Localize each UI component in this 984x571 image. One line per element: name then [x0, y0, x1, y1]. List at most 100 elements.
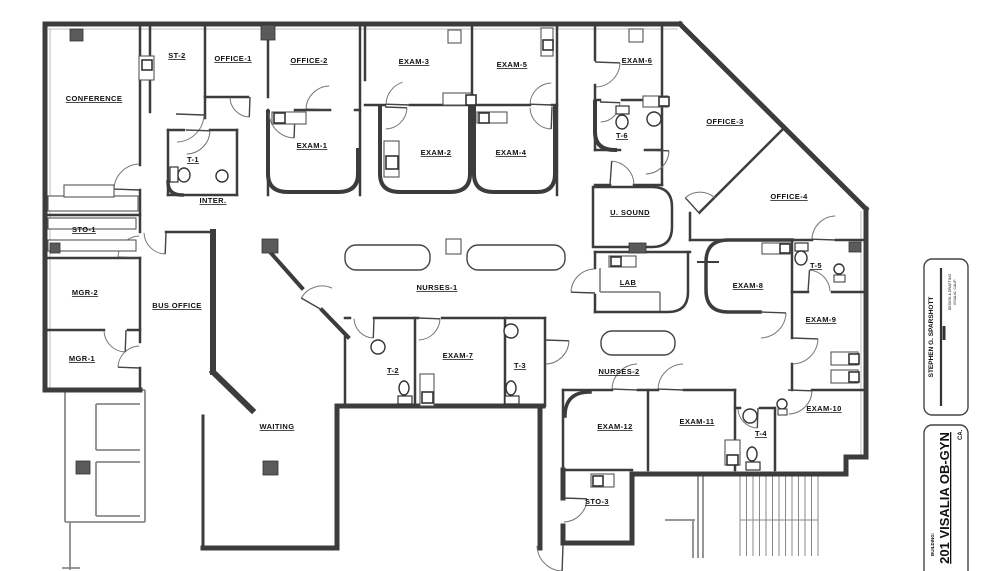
room-label-t-6: T-6 — [616, 131, 628, 140]
toilet-icon — [504, 395, 520, 405]
stairs — [739, 474, 819, 556]
room-label-office-4: OFFICE-4 — [770, 192, 808, 201]
nurses-counter — [466, 244, 566, 271]
cabinet-icon — [779, 243, 791, 254]
room-label-exam-1: EXAM-1 — [297, 141, 328, 150]
toilet-icon — [794, 242, 809, 252]
walls — [42, 20, 870, 551]
room-label-mgr-1: MGR-1 — [69, 354, 95, 363]
room-label-exam-10: EXAM-10 — [806, 404, 841, 413]
counter-fixture — [628, 28, 644, 43]
column-post-icon — [262, 460, 279, 476]
room-label-sto-3: STO-3 — [585, 497, 609, 506]
column-post-icon — [261, 238, 279, 254]
sink-icon — [646, 111, 662, 127]
sink-pedestal-icon — [777, 408, 788, 416]
nurses-counter — [600, 330, 676, 356]
toilet-icon — [746, 446, 758, 462]
column-post-icon — [75, 460, 91, 475]
cabinet-icon — [465, 94, 477, 106]
cabinet-icon — [848, 371, 860, 383]
sink-icon — [742, 408, 758, 424]
cabinet-icon — [592, 475, 604, 487]
toilet-icon — [615, 105, 630, 115]
counter-fixture — [608, 255, 637, 268]
counter-fixture — [47, 217, 137, 230]
room-label-t-2: T-2 — [387, 366, 399, 375]
room-label-office-2: OFFICE-2 — [290, 56, 327, 65]
cabinet-icon — [421, 391, 434, 404]
cabinet-icon — [385, 155, 399, 170]
room-label-waiting: WAITING — [260, 422, 295, 431]
room-label-inter: INTER. — [200, 196, 227, 205]
toilet-icon — [177, 167, 191, 183]
room-label-exam-4: EXAM-4 — [496, 148, 527, 157]
toilet-icon — [794, 250, 808, 266]
sink-icon — [215, 169, 229, 183]
column-post-icon — [628, 242, 647, 254]
room-label-exam-2: EXAM-2 — [421, 148, 452, 157]
toilet-icon — [615, 114, 629, 130]
counter-fixture — [47, 195, 139, 212]
room-label-nurses-2: NURSES-2 — [598, 367, 639, 376]
state-label: CA. — [958, 429, 964, 440]
room-label-exam-7: EXAM-7 — [443, 351, 474, 360]
nurses-counter — [344, 244, 431, 271]
room-label-u-sound: U. SOUND — [610, 208, 650, 217]
counter-fixture — [63, 184, 115, 198]
toilet-icon — [398, 380, 410, 396]
room-label-conference: CONFERENCE — [66, 94, 123, 103]
cabinet-icon — [610, 256, 622, 267]
sink-icon — [370, 339, 386, 355]
cabinet-icon — [542, 39, 554, 51]
sink-icon — [833, 263, 845, 275]
toilet-icon — [505, 380, 517, 396]
sink-pedestal-icon — [833, 274, 846, 283]
room-label-exam-5: EXAM-5 — [497, 60, 528, 69]
architect-name: STEPHEN G. SPARSHOTT — [928, 297, 935, 378]
toilet-icon — [397, 395, 413, 405]
firm-line: VISALIA, CALIF. — [953, 279, 957, 306]
room-label-nurses-1: NURSES-1 — [416, 283, 457, 292]
cabinet-icon — [141, 59, 153, 71]
column-post-icon — [49, 242, 61, 254]
counter-fixture — [47, 239, 137, 252]
architect-stamp-box — [923, 258, 969, 416]
gray-structures — [62, 268, 704, 570]
room-label-mgr-2: MGR-2 — [72, 288, 98, 297]
cabinet-icon — [726, 454, 739, 466]
toilet-icon — [745, 461, 761, 471]
title-block — [923, 258, 969, 571]
building-label: BUILDING: — [930, 532, 935, 556]
counter-fixture — [476, 111, 508, 124]
room-label-t-1: T-1 — [187, 155, 199, 164]
room-label-exam-11: EXAM-11 — [680, 417, 715, 426]
cabinet-icon — [658, 96, 670, 107]
room-label-exam-3: EXAM-3 — [399, 57, 430, 66]
cabinet-icon — [848, 353, 860, 365]
sink-icon — [776, 398, 788, 410]
counter-fixture — [447, 29, 462, 44]
room-label-exam-8: EXAM-8 — [733, 281, 764, 290]
room-label-exam-9: EXAM-9 — [806, 315, 837, 324]
column-post-icon — [69, 28, 84, 42]
room-label-t-3: T-3 — [514, 361, 526, 370]
counter-fixture — [445, 238, 462, 255]
cabinet-icon — [273, 112, 286, 124]
room-label-exam-6: EXAM-6 — [622, 56, 653, 65]
toilet-icon — [169, 166, 179, 183]
room-label-sto-1: STO-1 — [72, 225, 96, 234]
room-label-bus-office: BUS OFFICE — [152, 301, 201, 310]
room-label-office-3: OFFICE-3 — [706, 117, 743, 126]
column-post-icon — [260, 24, 276, 41]
room-label-st-2: ST-2 — [168, 51, 185, 60]
room-label-exam-12: EXAM-12 — [597, 422, 632, 431]
fixtures — [47, 24, 862, 488]
building-name: 201 VISALIA OB-GYN — [937, 432, 952, 564]
sink-icon — [503, 323, 519, 339]
